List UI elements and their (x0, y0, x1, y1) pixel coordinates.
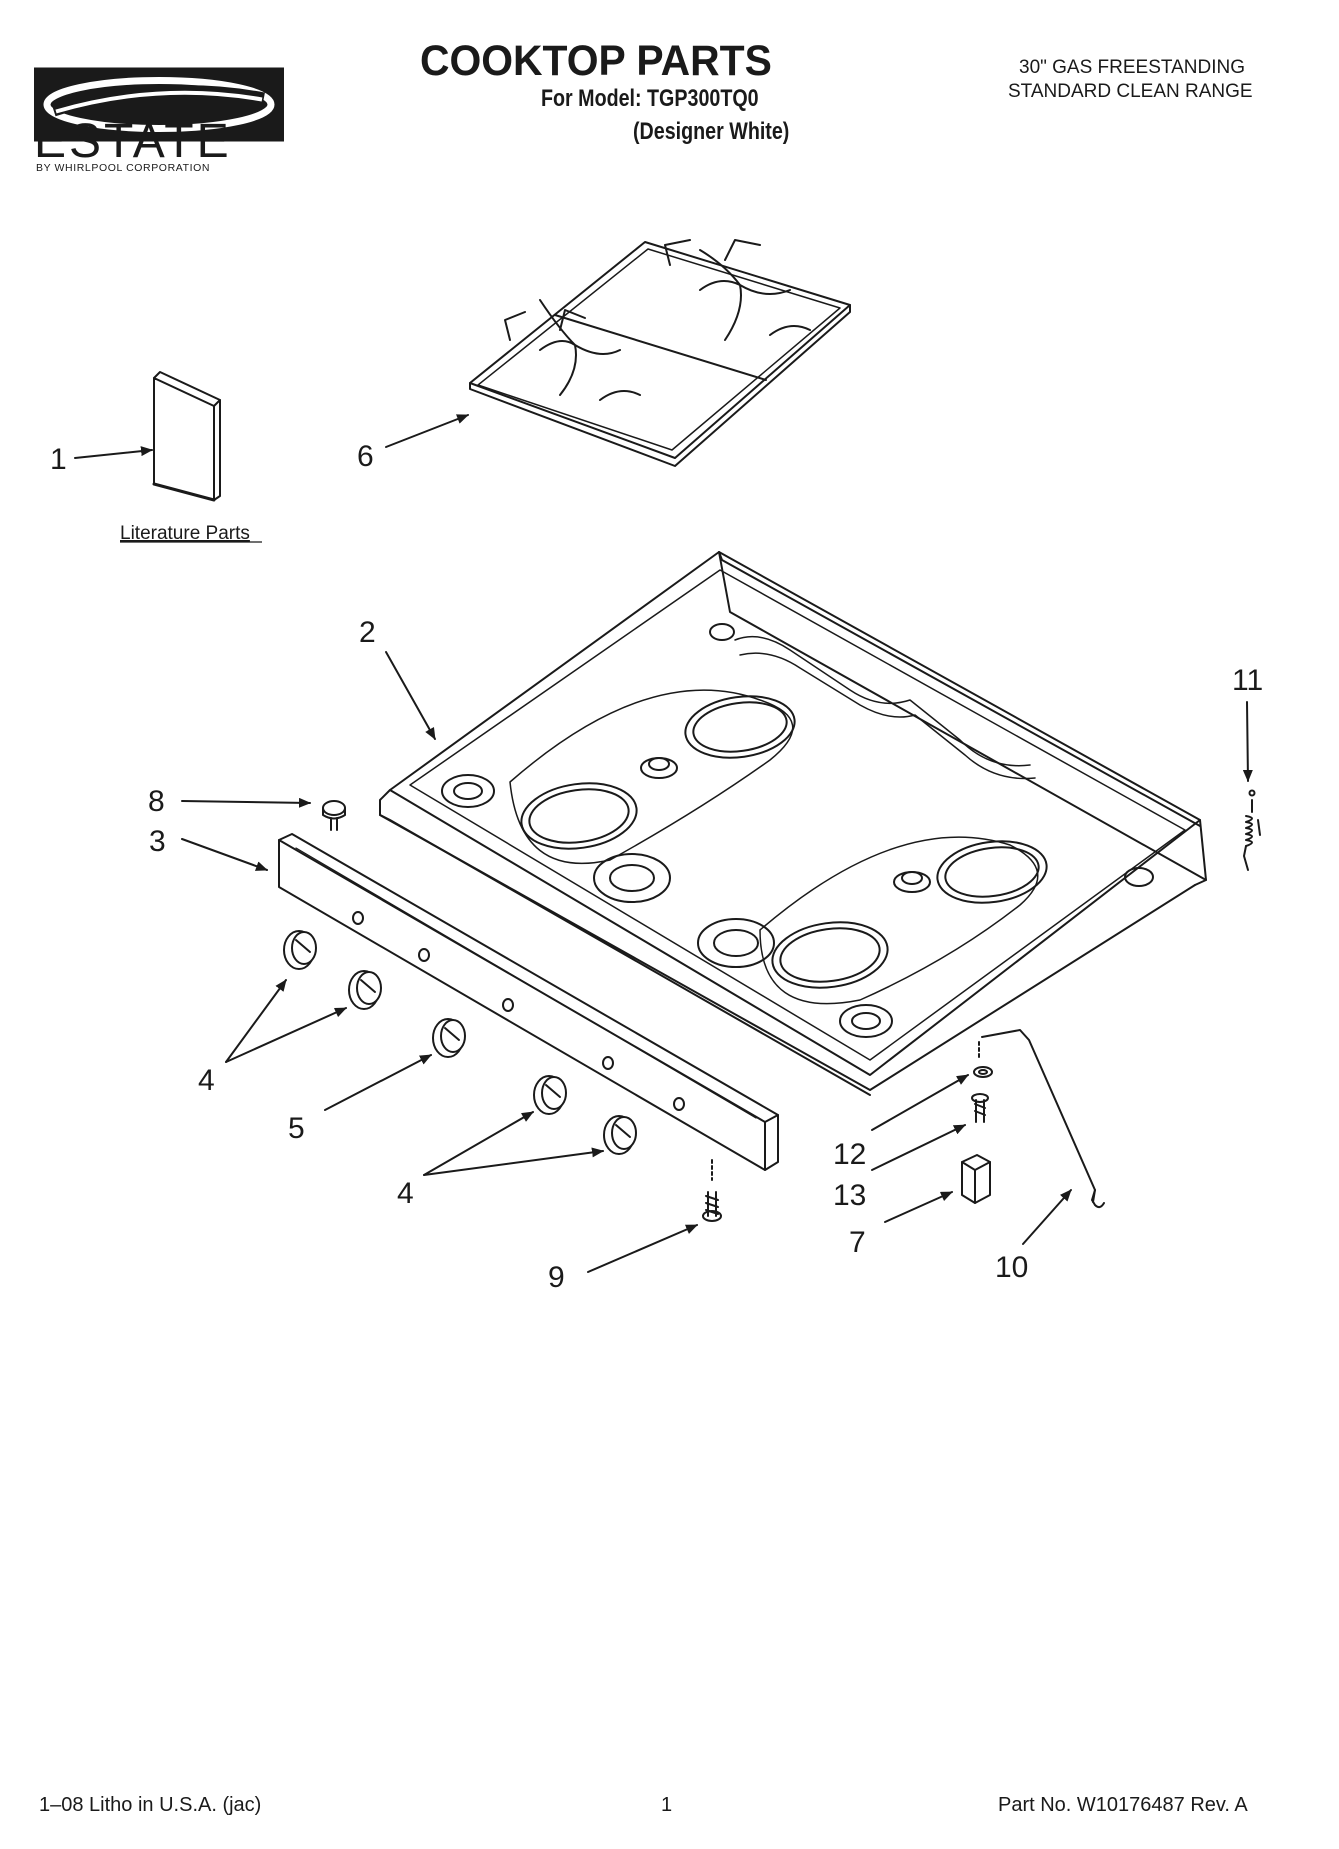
literature-booklet (152, 371, 221, 502)
spring-part-11 (1243, 789, 1261, 871)
estate-logo (34, 67, 284, 142)
knob-5 (603, 1115, 637, 1155)
callout-11: 11 (1232, 664, 1263, 697)
model-line: For Model: TGP300TQ0 (541, 85, 759, 112)
product-description-line2: STANDARD CLEAN RANGE (1008, 81, 1253, 102)
literature-parts-label: Literature Parts (120, 523, 250, 544)
screw-part-8 (322, 800, 346, 831)
model-variant: (Designer White) (633, 118, 790, 145)
callout-3: 3 (149, 825, 166, 858)
clip-part-7 (961, 1154, 991, 1204)
control-panel (278, 833, 779, 1171)
knob-1 (283, 930, 317, 970)
callout-4b: 4 (397, 1177, 414, 1210)
callout-10: 10 (995, 1251, 1028, 1284)
callout-6: 6 (357, 440, 374, 473)
page-number: 1 (661, 1794, 673, 1816)
callout-9: 9 (548, 1261, 565, 1294)
callout-1: 1 (50, 443, 67, 476)
leader-arrows (74, 414, 1253, 1273)
page-title: COOKTOP PARTS (420, 37, 772, 85)
litho-note: 1–08 Litho in U.S.A. (jac) (39, 1794, 262, 1816)
callout-2: 2 (359, 616, 376, 649)
knob-4 (533, 1075, 567, 1115)
callout-13: 13 (833, 1179, 866, 1212)
brand-tagline: BY WHIRLPOOL CORPORATION (36, 162, 211, 174)
screw-part-9 (702, 1159, 722, 1222)
callout-7: 7 (849, 1226, 866, 1259)
callout-5: 5 (288, 1112, 305, 1145)
brand-name: ESTATE (34, 115, 232, 168)
callout-12: 12 (833, 1138, 866, 1171)
knob-3 (432, 1018, 466, 1058)
bolt-part-13 (971, 1093, 989, 1123)
part-number: Part No. W10176487 Rev. A (998, 1794, 1248, 1816)
rod-part-10 (981, 1029, 1105, 1209)
control-knobs (283, 930, 637, 1155)
callout-4a: 4 (198, 1064, 215, 1097)
burner-grate (469, 239, 851, 467)
knob-2 (348, 970, 382, 1010)
product-description-line1: 30" GAS FREESTANDING (1019, 57, 1245, 78)
callout-8: 8 (148, 785, 165, 818)
nut-part-12 (973, 1041, 993, 1078)
cooktop-panel (379, 551, 1207, 1096)
